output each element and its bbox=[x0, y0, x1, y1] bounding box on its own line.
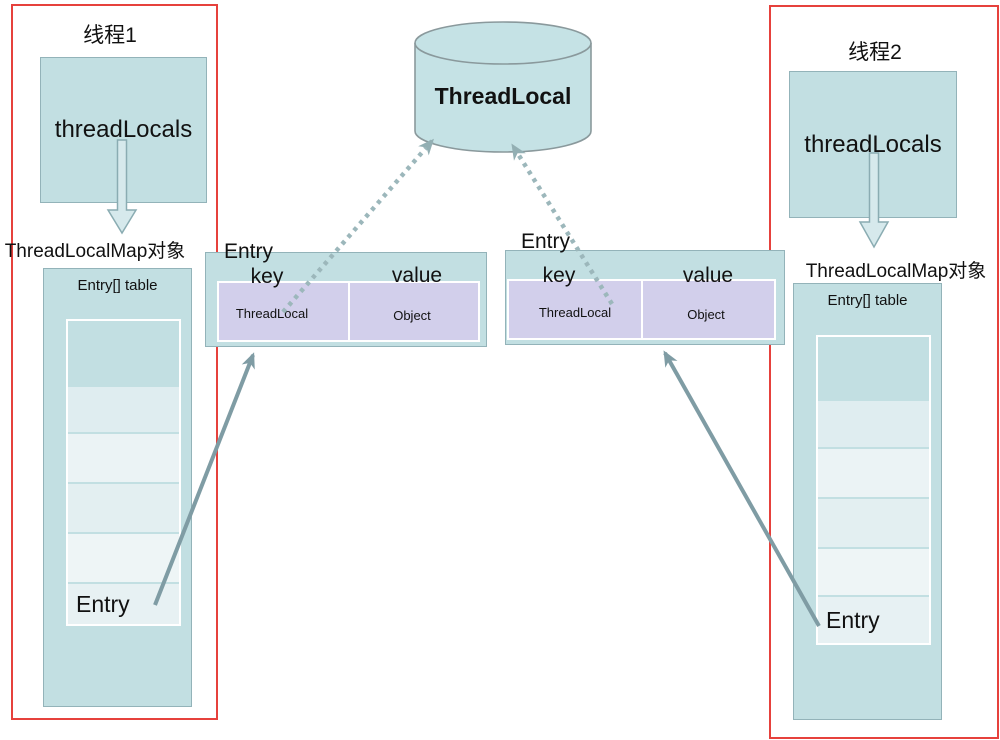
thread1-map-label: ThreadLocalMap对象 bbox=[4, 241, 186, 262]
table-cell bbox=[818, 549, 929, 595]
thread1-entry-table: Entry[] table Entry bbox=[43, 268, 192, 707]
thread1-entry-cell-label: Entry bbox=[76, 590, 130, 617]
thread2-threadlocals-label: threadLocals bbox=[804, 130, 942, 158]
table-cell bbox=[818, 401, 929, 447]
table-cell bbox=[818, 337, 929, 399]
thread2-map-label: ThreadLocalMap对象 bbox=[805, 261, 987, 282]
thread2-entry-table: Entry[] table Entry bbox=[793, 283, 942, 720]
table-cell bbox=[818, 499, 929, 547]
entry-right-key-type: ThreadLocal bbox=[538, 305, 612, 320]
table-cell bbox=[68, 434, 179, 482]
entry-detail-left-title: Entry bbox=[224, 240, 274, 263]
table-cell bbox=[68, 321, 179, 385]
entry-left-value-header: value bbox=[391, 264, 443, 287]
thread2-entry-cell: Entry bbox=[818, 597, 929, 643]
entry-detail-right-title: Entry bbox=[521, 230, 571, 253]
thread2-threadlocals-box: threadLocals bbox=[789, 71, 957, 218]
entry-right-value-type: Object bbox=[687, 307, 725, 322]
cylinder-label: ThreadLocal bbox=[434, 83, 572, 109]
thread2-cell-stack: Entry bbox=[816, 335, 931, 645]
entry-left-key-type: ThreadLocal bbox=[235, 306, 309, 321]
entry-right-key-header: key bbox=[542, 264, 576, 287]
table-cell bbox=[68, 534, 179, 582]
cylinder-top bbox=[414, 21, 592, 65]
thread1-threadlocals-box: threadLocals bbox=[40, 57, 207, 203]
thread1-cell-stack: Entry bbox=[66, 319, 181, 626]
thread2-entry-cell-label: Entry bbox=[826, 606, 880, 633]
thread2-title: 线程2 bbox=[848, 41, 902, 64]
thread1-entry-cell: Entry bbox=[68, 584, 179, 624]
table-cell bbox=[818, 449, 929, 497]
entry-right-value-header: value bbox=[682, 264, 734, 287]
table-cell bbox=[68, 387, 179, 432]
thread1-threadlocals-label: threadLocals bbox=[54, 116, 193, 143]
table-cell bbox=[68, 484, 179, 532]
entry-right-value-cell bbox=[642, 281, 774, 338]
entry-left-key-header: key bbox=[250, 265, 284, 288]
thread2-entry-table-title: Entry[] table bbox=[827, 292, 908, 309]
thread1-title: 线程1 bbox=[83, 24, 137, 47]
thread1-entry-table-title: Entry[] table bbox=[77, 277, 158, 294]
entry-left-value-type: Object bbox=[393, 308, 431, 323]
